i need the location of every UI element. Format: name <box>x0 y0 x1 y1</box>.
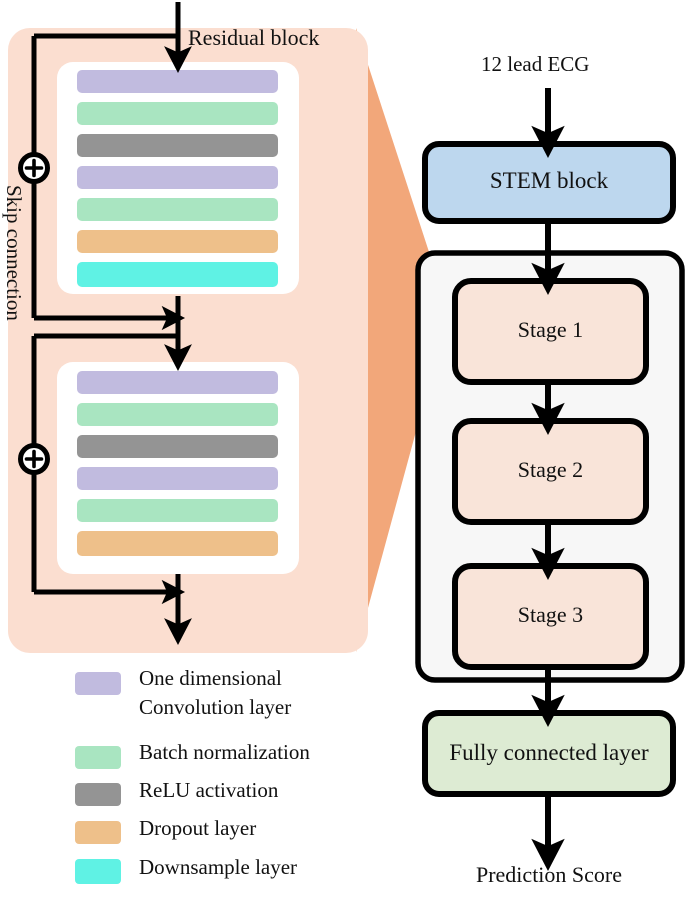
layer-bar-conv-2 <box>77 166 278 189</box>
stage-label-3: Stage 3 <box>517 602 584 627</box>
legend-label-downsample: Downsample layer <box>139 855 298 879</box>
layer-bar-conv-3 <box>77 371 278 394</box>
layer-bar-batchnorm-2 <box>77 198 278 221</box>
stem-block-label: STEM block <box>489 168 609 193</box>
fc-block-label: Fully connected layer <box>449 740 649 765</box>
zoom-connector-trapezoid <box>356 28 430 652</box>
legend-swatch-downsample <box>75 859 121 884</box>
legend-swatch-conv <box>75 672 121 695</box>
residual-block-title: Residual block <box>188 25 320 50</box>
layer-bar-dropout-1 <box>77 230 278 253</box>
layer-bar-downsample-1 <box>77 262 278 287</box>
legend-label-conv-line2: Convolution layer <box>139 695 292 719</box>
legend-label-batchnorm: Batch normalization <box>139 740 310 764</box>
input-label-ecg: 12 lead ECG <box>481 52 590 76</box>
skip-connection-label: Skip connection <box>2 185 26 321</box>
legend-label-dropout: Dropout layer <box>139 816 257 840</box>
output-label-prediction: Prediction Score <box>475 862 623 887</box>
legend-label-relu: ReLU activation <box>139 778 279 802</box>
layer-bar-conv-1 <box>77 70 278 93</box>
stage-label-1: Stage 1 <box>517 317 584 342</box>
legend-swatch-dropout <box>75 821 121 844</box>
legend-label-conv-line1: One dimensional <box>139 666 282 690</box>
skip-adder-2 <box>18 443 50 475</box>
layer-bar-batchnorm-3 <box>77 403 278 426</box>
layer-bar-relu-1 <box>77 134 278 157</box>
stage-label-2: Stage 2 <box>517 457 584 482</box>
legend-swatch-relu <box>75 783 121 806</box>
layer-bar-batchnorm-1 <box>77 102 278 125</box>
layer-bar-dropout-2 <box>77 531 278 556</box>
layer-bar-relu-2 <box>77 435 278 458</box>
legend-swatch-batchnorm <box>75 746 121 769</box>
skip-adder-1 <box>18 152 50 184</box>
layer-bar-batchnorm-4 <box>77 499 278 522</box>
layer-bar-conv-4 <box>77 467 278 490</box>
